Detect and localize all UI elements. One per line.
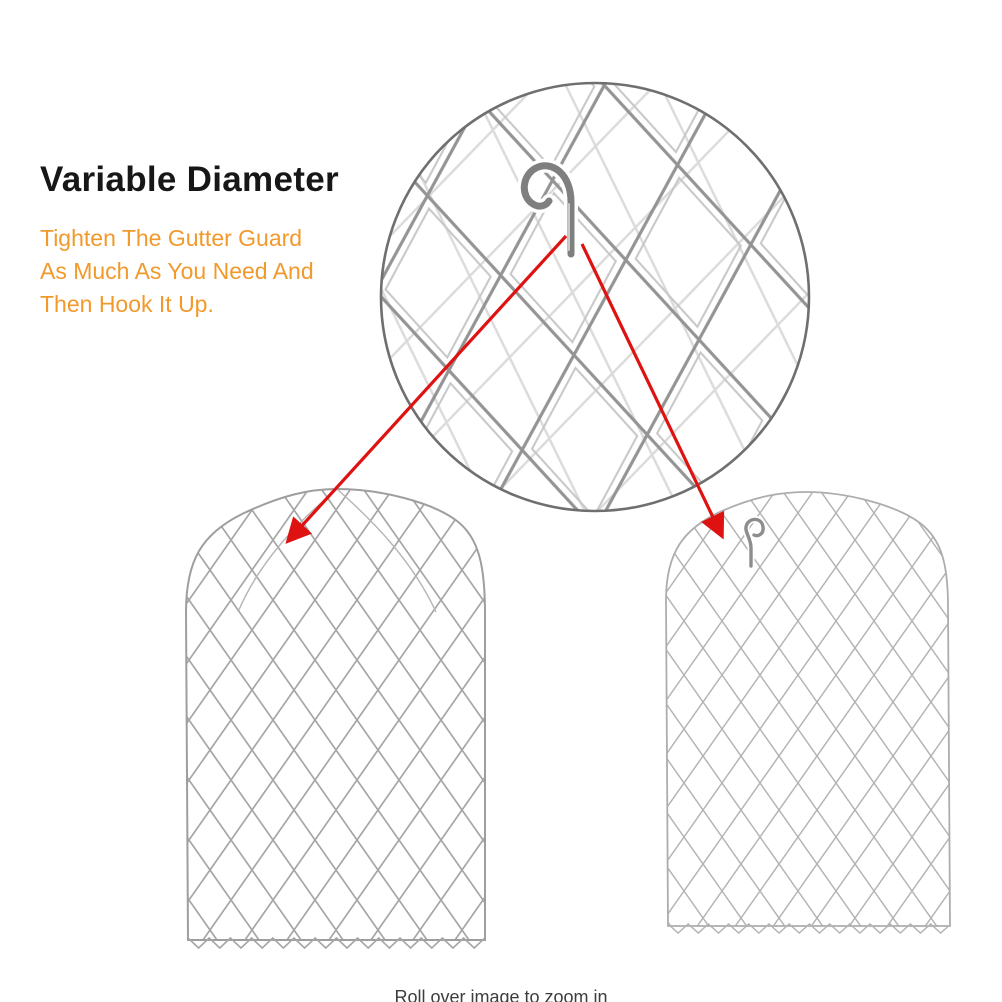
product-feature-title: Variable Diameter [40,160,339,199]
callout-arrows [285,234,725,544]
zoom-hint-text: Roll over image to zoom in [394,987,608,1002]
small-hook-icon [742,516,767,570]
arrow-right [580,243,725,540]
description-line-3: Then Hook It Up. [40,291,214,317]
description-line-1: Tighten The Gutter Guard [40,225,303,251]
description-line-2: As Much As You Need And [40,258,314,284]
gutter-guard-expanded [184,487,486,950]
gutter-guard-tightened [665,491,952,934]
zoom-mesh [381,83,809,511]
zoom-circle [379,81,811,513]
arrow-left [285,234,568,544]
hook-icon [517,158,578,261]
product-feature-description: Tighten The Gutter Guard As Much As You … [40,222,314,321]
